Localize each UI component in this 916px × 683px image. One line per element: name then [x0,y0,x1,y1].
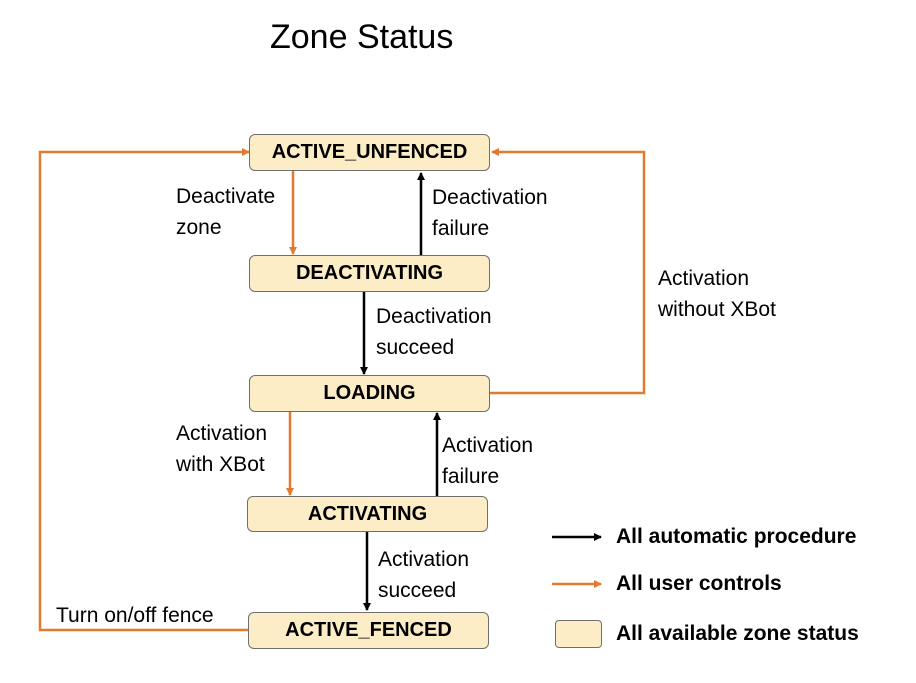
label-activation-with-xbot: Activation with XBot [176,422,268,476]
legend-user-label: All user controls [616,572,782,595]
label-deactivation-failure: Deactivation failure [432,186,548,240]
legend-status-swatch [555,620,602,648]
state-loading: LOADING [249,375,490,412]
legend-automatic-label: All automatic procedure [616,525,857,548]
label-activation-without-xbot: Activation without XBot [658,267,776,321]
label-deactivation-succeed: Deactivation succeed [376,305,492,359]
state-active-unfenced: ACTIVE_UNFENCED [249,134,490,171]
state-activating: ACTIVATING [247,496,488,532]
label-deactivate-zone: Deactivate zone [176,185,276,239]
legend-status-label: All available zone status [616,622,859,645]
label-activation-succeed: Activation succeed [378,548,470,602]
arrow-activation-without-xbot [490,148,646,395]
label-turn-fence: Turn on/off fence [56,604,214,627]
label-activation-failure: Activation failure [442,434,534,488]
state-active-fenced: ACTIVE_FENCED [248,612,489,649]
diagram-title: Zone Status [270,18,454,56]
state-deactivating: DEACTIVATING [249,255,490,292]
arrow-turn-fence [38,148,250,632]
